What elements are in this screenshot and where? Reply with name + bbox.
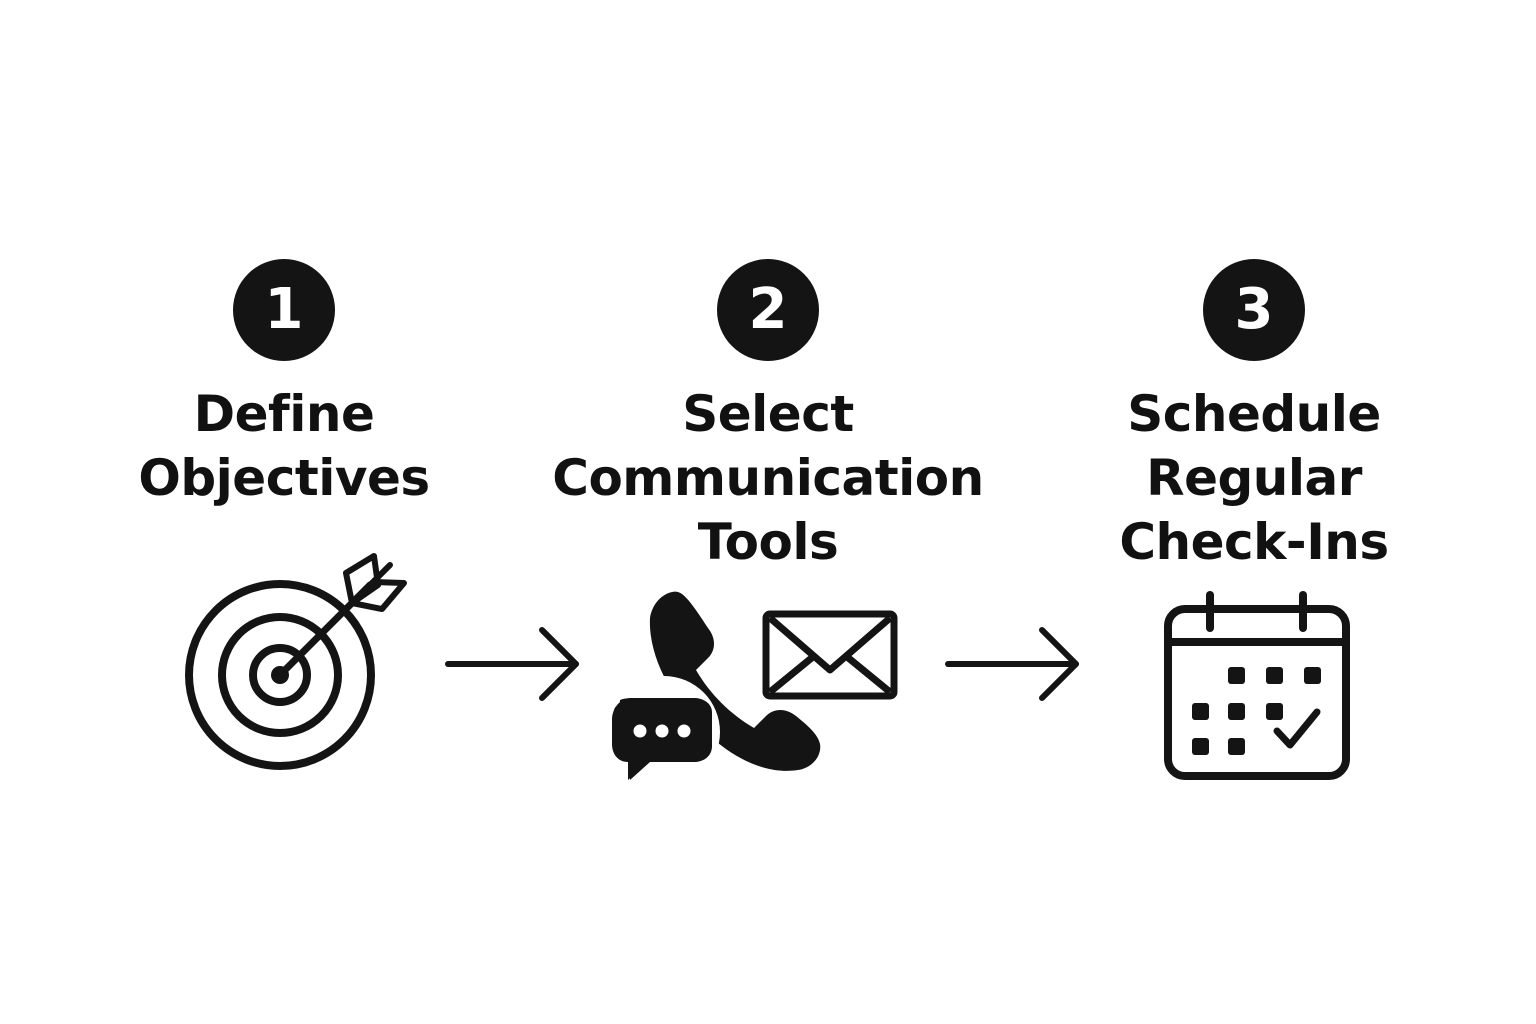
step-number-badge: 2 bbox=[717, 259, 819, 361]
arrow-right-icon bbox=[445, 627, 579, 701]
step-title-line: Regular bbox=[1146, 449, 1362, 507]
step-number-badge: 3 bbox=[1203, 259, 1305, 361]
calendar-check-icon bbox=[1164, 591, 1350, 780]
communication-tools-icon bbox=[608, 591, 898, 788]
step-title-line: Select bbox=[682, 385, 854, 443]
step-schedule-regular-check-ins: 3 Schedule Regular Check-Ins bbox=[1024, 0, 1484, 1024]
step-title: Select Communication Tools bbox=[538, 382, 998, 574]
phone-icon bbox=[649, 591, 821, 771]
step-title-line: Tools bbox=[697, 513, 839, 571]
step-title: Define Objectives bbox=[54, 382, 514, 510]
chat-bubble-icon bbox=[608, 676, 720, 788]
step-select-communication-tools: 2 Select Communication Tools bbox=[538, 0, 998, 1024]
step-title-line: Schedule bbox=[1127, 385, 1381, 443]
step-title: Schedule Regular Check-Ins bbox=[1024, 382, 1484, 574]
step-title-line: Check-Ins bbox=[1119, 513, 1389, 571]
step-title-line: Define bbox=[193, 385, 375, 443]
arrow-right-icon bbox=[945, 627, 1079, 701]
step-number-badge: 1 bbox=[233, 259, 335, 361]
step-title-line: Communication bbox=[552, 449, 984, 507]
step-define-objectives: 1 Define Objectives bbox=[54, 0, 514, 1024]
target-arrow-icon bbox=[185, 553, 407, 770]
envelope-icon bbox=[762, 610, 898, 700]
step-title-line: Objectives bbox=[138, 449, 430, 507]
